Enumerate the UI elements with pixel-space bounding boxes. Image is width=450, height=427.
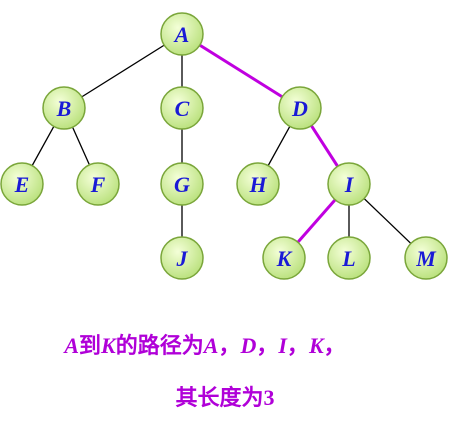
path-caption-part: A — [64, 333, 80, 358]
node-L: L — [327, 236, 371, 280]
node-label-H: H — [248, 172, 267, 197]
node-circle-J — [160, 236, 204, 280]
path-caption-part: 的路径为 — [115, 333, 204, 358]
node-label-C: C — [175, 96, 190, 121]
nodes-layer: A B C D E F G H I J K L M — [0, 12, 448, 280]
node-circle-B — [42, 86, 86, 130]
node-B: B — [42, 86, 86, 130]
node-H: H — [236, 162, 280, 206]
node-K: K — [262, 236, 306, 280]
node-I: I — [327, 162, 371, 206]
node-A: A — [160, 12, 204, 56]
node-C: C — [160, 86, 204, 130]
node-G: G — [160, 162, 204, 206]
node-circle-K — [262, 236, 306, 280]
node-label-I: I — [344, 172, 355, 197]
node-circle-L — [327, 236, 371, 280]
tree-diagram: A B C D E F G H I J K L M — [0, 12, 448, 280]
path-caption-part: I — [278, 333, 287, 358]
node-circle-I — [327, 162, 371, 206]
node-E: E — [0, 162, 44, 206]
path-caption-part: 到 — [79, 333, 102, 358]
path-caption-part: A — [203, 333, 219, 358]
path-caption-part: K — [308, 333, 324, 358]
node-label-B: B — [56, 96, 72, 121]
node-circle-H — [236, 162, 280, 206]
node-circle-C — [160, 86, 204, 130]
node-label-A: A — [173, 22, 190, 47]
node-label-K: K — [276, 246, 293, 271]
node-label-J: J — [176, 246, 189, 271]
node-D: D — [278, 86, 322, 130]
node-J: J — [160, 236, 204, 280]
node-circle-A — [160, 12, 204, 56]
node-label-F: F — [90, 172, 106, 197]
edges-layer — [21, 32, 427, 259]
path-caption-part: ， — [256, 333, 279, 358]
node-label-L: L — [341, 246, 355, 271]
node-label-D: D — [291, 96, 308, 121]
path-caption: A到K的路径为A，D，I，K， — [0, 328, 430, 360]
node-circle-F — [76, 162, 120, 206]
node-label-M: M — [415, 246, 437, 271]
edge-A-B — [63, 33, 183, 109]
path-caption-part: D — [240, 333, 257, 358]
node-label-G: G — [174, 172, 190, 197]
edge-A-D — [181, 32, 301, 110]
node-circle-D — [278, 86, 322, 130]
node-circle-E — [0, 162, 44, 206]
node-circle-G — [160, 162, 204, 206]
node-M: M — [404, 236, 448, 280]
path-caption-part: ， — [218, 333, 241, 358]
length-caption: 其长度为3 — [175, 385, 275, 410]
path-caption-part: K — [101, 333, 116, 358]
node-F: F — [76, 162, 120, 206]
node-circle-M — [404, 236, 448, 280]
node-label-E: E — [14, 172, 30, 197]
path-caption-part: ， — [323, 333, 346, 358]
path-caption-part: ， — [286, 333, 309, 358]
